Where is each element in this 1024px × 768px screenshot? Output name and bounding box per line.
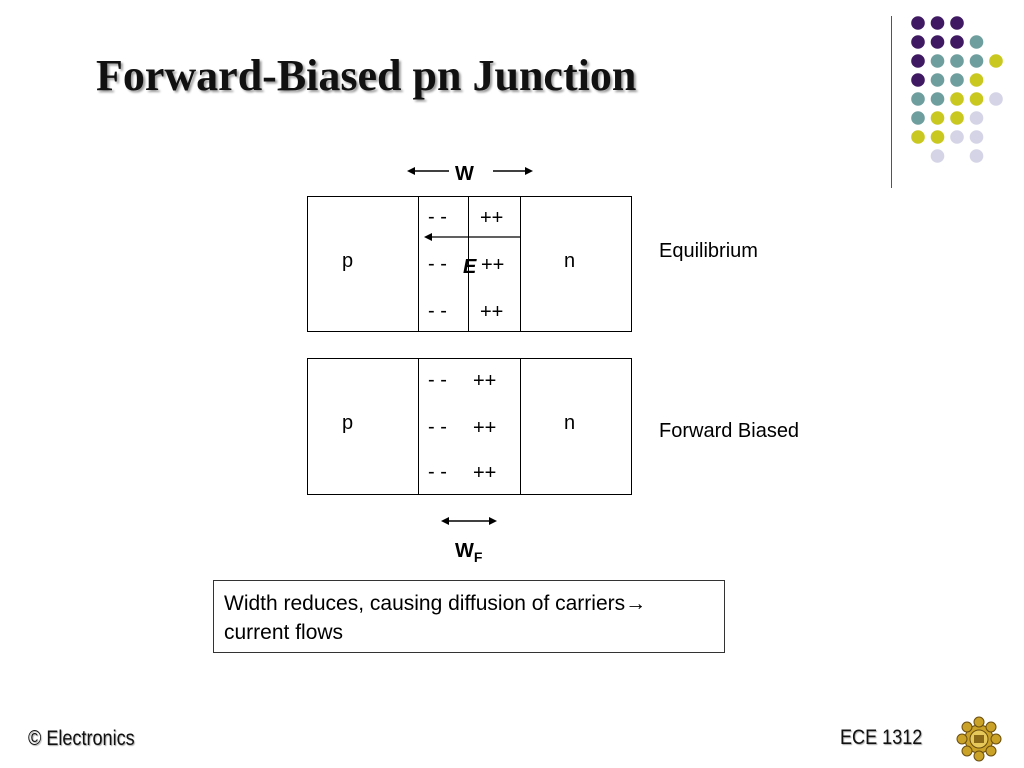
note-text: Width reduces, causing diffusion of carr… — [224, 592, 626, 615]
equilibrium-state-label: Equilibrium — [659, 240, 758, 262]
decorative-dot — [911, 16, 925, 30]
decorative-dot — [930, 73, 945, 87]
decorative-dot — [950, 35, 964, 49]
forward-width-subscript: F — [473, 549, 483, 565]
electric-field-arrow — [424, 233, 520, 241]
forward-positive-charges: ++ — [473, 462, 497, 484]
decorative-dot — [911, 130, 925, 144]
decorative-dot — [930, 149, 945, 163]
decorative-dot — [930, 54, 945, 68]
forward-negative-charges: - - — [428, 369, 447, 391]
footer-copyright: © Electronics — [28, 727, 135, 750]
forward-width-label: WF — [455, 540, 482, 565]
decorative-dot — [989, 92, 1003, 106]
decorative-dot — [950, 111, 964, 125]
decorative-dot — [911, 54, 925, 68]
equilibrium-negative-charges: - - — [428, 206, 447, 228]
decorative-dot — [930, 35, 945, 49]
decorative-dot-grid — [911, 16, 1003, 163]
decorative-dot — [969, 54, 984, 68]
equilibrium-p-label: p — [342, 250, 354, 272]
forward-negative-charges: - - — [428, 461, 447, 483]
note-text-continued: current flows — [224, 621, 344, 644]
decorative-dot — [969, 130, 984, 144]
equilibrium-junction-box — [307, 196, 632, 332]
forward-width-arrow — [441, 517, 497, 525]
depletion-width-arrow — [407, 167, 533, 175]
equilibrium-n-label: n — [564, 250, 576, 272]
electric-field-label: E — [463, 256, 477, 278]
equilibrium-positive-charges: ++ — [480, 207, 504, 229]
equilibrium-negative-charges: - - — [428, 253, 447, 275]
decorative-dot — [950, 16, 964, 30]
decorative-divider-line — [891, 16, 892, 188]
forward-positive-charges: ++ — [473, 370, 497, 392]
decorative-dot — [969, 149, 984, 163]
university-crest-icon — [956, 716, 1002, 762]
forward-n-boundary — [520, 358, 521, 495]
decorative-dot — [930, 16, 945, 30]
decorative-dot — [930, 111, 945, 125]
decorative-dot — [969, 35, 984, 49]
decorative-dot — [930, 92, 945, 106]
decorative-dot — [911, 73, 925, 87]
forward-p-boundary — [418, 358, 419, 495]
decorative-dot — [969, 92, 984, 106]
depletion-width-label: W — [455, 163, 474, 185]
forward-width-symbol: W — [455, 540, 474, 562]
footer-course-code: ECE 1312 — [840, 726, 923, 749]
decorative-dot — [911, 35, 925, 49]
decorative-dot — [950, 54, 964, 68]
arrow-right-icon: → — [625, 592, 647, 615]
decorative-dot — [969, 73, 984, 87]
decorative-dot — [950, 92, 964, 106]
forward-n-label: n — [564, 412, 576, 434]
forward-negative-charges: - - — [428, 416, 447, 438]
decorative-dot — [989, 54, 1003, 68]
decorative-dot — [969, 111, 984, 125]
decorative-dot — [950, 130, 964, 144]
decorative-dot — [930, 130, 945, 144]
equilibrium-p-boundary — [418, 196, 419, 332]
equilibrium-n-boundary — [520, 196, 521, 332]
forward-state-label: Forward Biased — [659, 420, 800, 442]
page-title: Forward-Biased pn Junction — [96, 51, 637, 100]
decorative-dot — [950, 73, 964, 87]
forward-p-label: p — [342, 412, 354, 434]
equilibrium-negative-charges: - - — [428, 300, 447, 322]
equilibrium-metallurgical-junction — [468, 196, 469, 332]
decorative-dot — [911, 111, 925, 125]
equilibrium-positive-charges: ++ — [481, 254, 505, 276]
explanation-note: Width reduces, causing diffusion of carr… — [213, 580, 725, 653]
forward-positive-charges: ++ — [473, 417, 497, 439]
equilibrium-positive-charges: ++ — [480, 301, 504, 323]
decorative-dot — [911, 92, 925, 106]
forward-junction-box — [307, 358, 632, 495]
